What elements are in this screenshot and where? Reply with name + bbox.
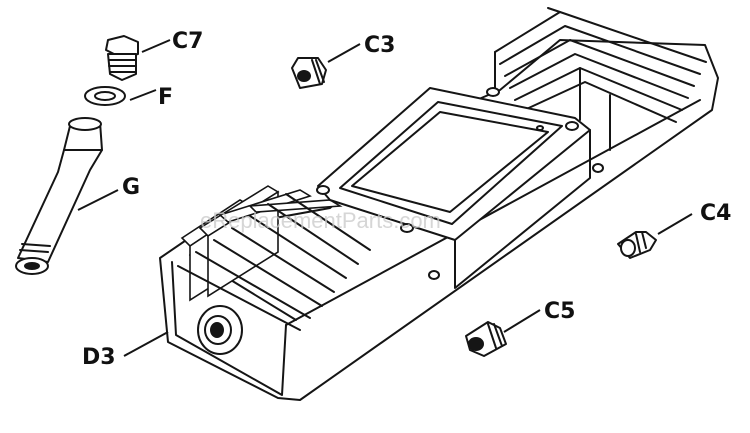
watermark: eReplacementParts.com [200,208,441,233]
label-c3: C3 [364,33,395,58]
label-c5: C5 [544,299,575,324]
c5-plug [465,321,507,357]
left-fins [177,185,371,331]
base-casting [159,7,719,401]
c3-plug [291,57,327,89]
f-washer [84,86,126,106]
right-fins [494,7,707,151]
label-c4: C4 [700,201,731,226]
g-pipe [15,117,103,275]
label-d3: D3 [82,345,116,370]
c4-leader [657,213,693,235]
c7-leader [141,39,171,53]
label-c7: C7 [172,29,203,54]
f-leader [129,89,157,101]
c4-fitting [617,231,657,259]
center-frame [317,87,591,289]
front-port [197,305,243,355]
label-f: F [158,85,173,110]
c5-leader [503,309,541,333]
g-leader [77,189,119,211]
c3-leader [327,43,361,63]
bolt-holes [316,87,604,280]
d3-leader [123,331,169,357]
label-g: G [122,175,140,200]
c7-plug [105,35,139,81]
